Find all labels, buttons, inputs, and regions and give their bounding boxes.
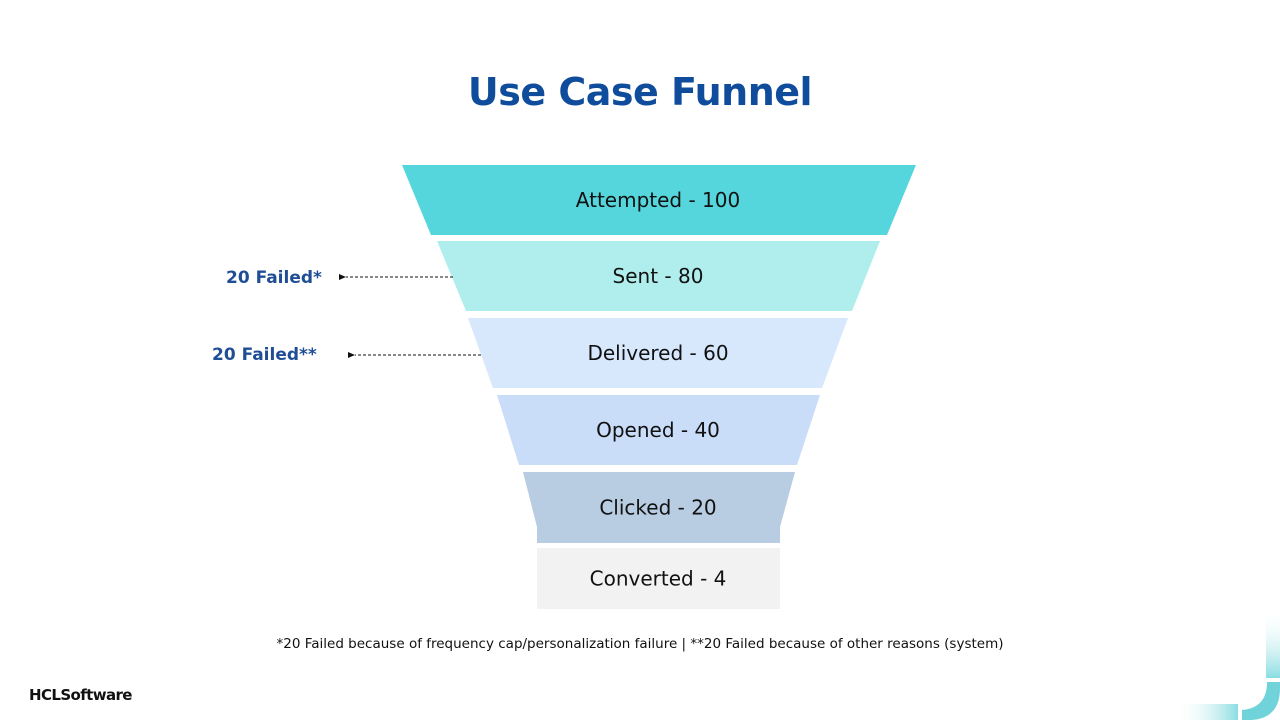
failed-annotation-sent: 20 Failed* (226, 268, 322, 288)
funnel-stage-delivered (468, 318, 848, 388)
page-title: Use Case Funnel (467, 70, 813, 114)
funnel-label-converted: Converted - 4 (590, 567, 727, 591)
failed-annotation-delivered: 20 Failed** (212, 345, 317, 365)
funnel-stage-sent (437, 241, 880, 311)
footnote: *20 Failed because of frequency cap/pers… (276, 636, 1004, 652)
funnel-stage-attempted (402, 165, 916, 235)
corner-decoration-icon (1175, 608, 1280, 720)
brand-logo: HCLSoftware (29, 686, 132, 704)
funnel-label-delivered: Delivered - 60 (587, 341, 728, 365)
funnel-label-clicked: Clicked - 20 (599, 496, 716, 520)
funnel-label-attempted: Attempted - 100 (576, 188, 740, 212)
funnel-label-opened: Opened - 40 (596, 418, 720, 442)
funnel-stage-clicked (523, 472, 795, 543)
funnel-stage-opened (497, 395, 820, 465)
funnel-label-sent: Sent - 80 (613, 264, 704, 288)
funnel-stage-converted (537, 548, 780, 609)
